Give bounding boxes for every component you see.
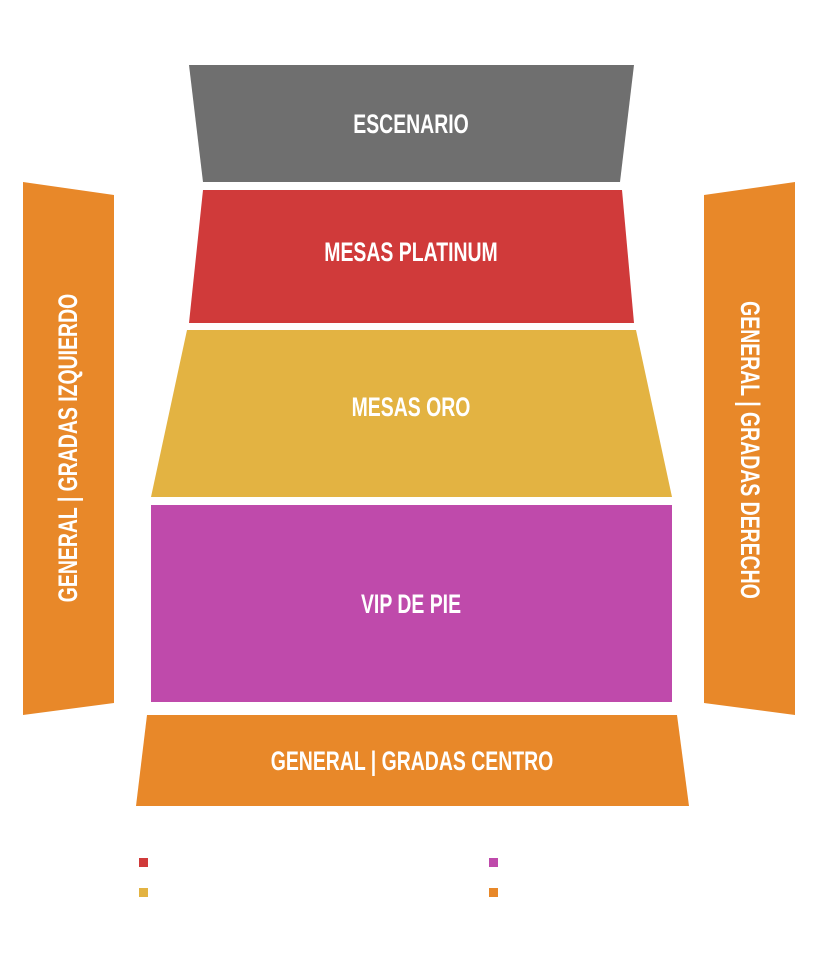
zone-stage: ESCENARIO [189,65,634,182]
general-center-label: GENERAL | GRADAS CENTRO [271,746,554,776]
zone-general-left[interactable]: GENERAL | GRADAS IZQUIERDO [23,182,114,715]
general-left-shape[interactable] [23,182,114,715]
platinum-shape[interactable] [189,190,634,323]
legend-swatch-vip [489,858,498,867]
legend-swatch-general [489,888,498,897]
zone-mesas-platinum[interactable]: MESAS PLATINUM [189,190,634,323]
zone-general-right[interactable]: GENERAL | GRADAS DERECHO [704,182,795,715]
oro-label: MESAS ORO [352,392,471,422]
stage-label: ESCENARIO [353,109,469,139]
zone-vip-de-pie[interactable]: VIP DE PIE [151,505,672,702]
zone-general-center[interactable]: GENERAL | GRADAS CENTRO [136,715,689,806]
vip-shape[interactable] [151,505,672,702]
legend [139,858,498,897]
legend-swatch-oro [139,888,148,897]
general-left-label: GENERAL | GRADAS IZQUIERDO [53,294,83,602]
oro-shape[interactable] [151,330,672,497]
general-right-shape[interactable] [704,182,795,715]
stage-shape [189,65,634,182]
legend-swatch-platinum [139,858,148,867]
general-right-label: GENERAL | GRADAS DERECHO [735,301,765,599]
general-center-shape[interactable] [136,715,689,806]
zone-mesas-oro[interactable]: MESAS ORO [151,330,672,497]
vip-label: VIP DE PIE [361,589,461,619]
platinum-label: MESAS PLATINUM [324,237,497,267]
